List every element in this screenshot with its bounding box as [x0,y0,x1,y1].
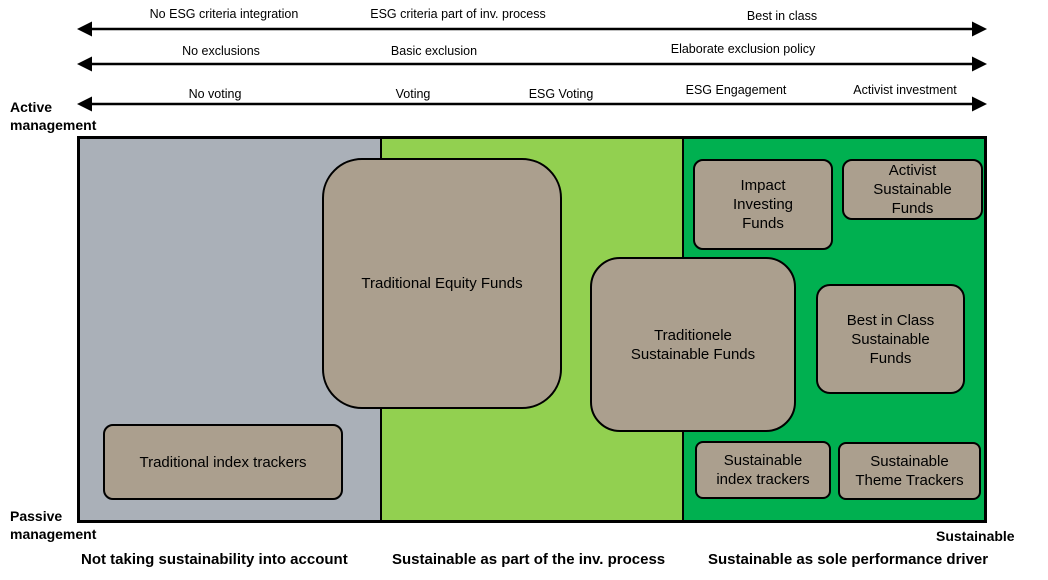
label-sustainable-part-of-process: Sustainable as part of the inv. process [392,551,666,568]
scale-label-no-esg: No ESG criteria integration [149,7,299,21]
scale-label-voting: Voting [395,87,431,101]
axis-label-active-management: Active management [10,99,97,133]
label-sustainable-sole-driver: Sustainable as sole performance driver [708,551,989,568]
scale-label-activist-investment: Activist investment [853,83,957,97]
box-sustainable-index-trackers: Sustainable index trackers [695,441,831,499]
scale-arrows [77,21,987,112]
box-impact-investing-funds: Impact Investing Funds [693,159,833,250]
axis-label-passive-management: Passive management [10,508,97,542]
scale-label-best-in-class: Best in class [746,9,818,23]
scale-label-elaborate-exclusion: Elaborate exclusion policy [670,42,816,56]
box-activist-sustainable-funds: Activist Sustainable Funds [842,159,983,220]
box-traditional-index-trackers: Traditional index trackers [103,424,343,500]
box-traditional-equity-funds: Traditional Equity Funds [322,158,562,409]
scale-label-esg-engagement: ESG Engagement [685,83,787,97]
box-traditionele-sustainable-funds: Traditionele Sustainable Funds [590,257,796,432]
scale-label-no-voting: No voting [188,87,242,101]
scale-label-esg-voting: ESG Voting [528,87,594,101]
scale-label-basic-exclusion: Basic exclusion [390,44,478,58]
box-best-in-class-sustainable-funds: Best in Class Sustainable Funds [816,284,965,394]
axis-label-sustainable: Sustainable [936,528,1015,544]
box-sustainable-theme-trackers: Sustainable Theme Trackers [838,442,981,500]
scale-label-esg-part: ESG criteria part of inv. process [370,7,546,21]
scale-label-no-exclusions: No exclusions [182,44,260,58]
label-not-taking-sustainability: Not taking sustainability into account [81,551,348,568]
